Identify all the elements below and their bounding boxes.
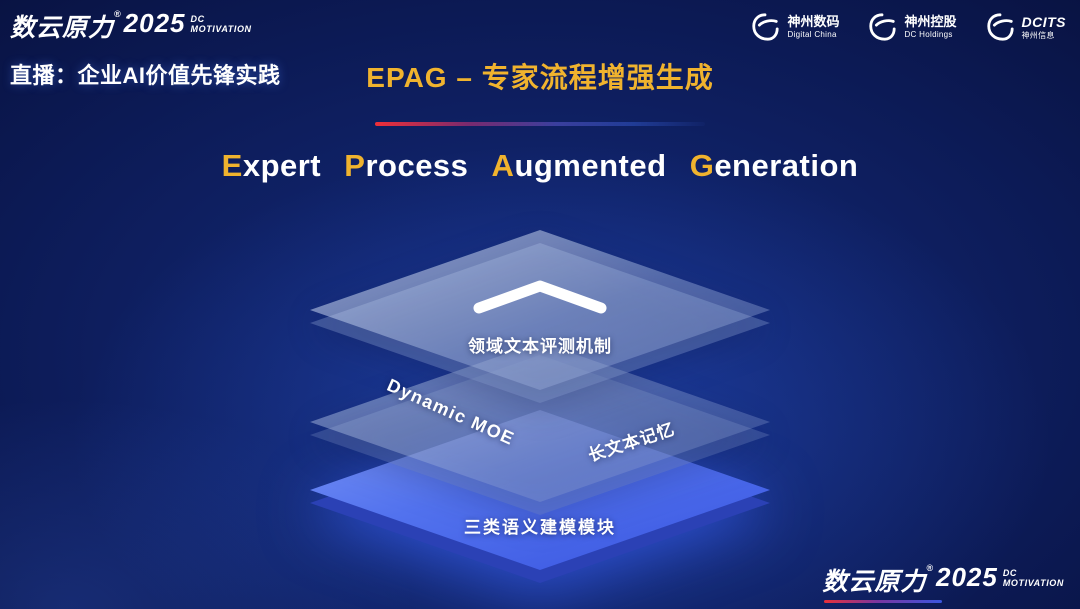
partner-subtitle: Digital China <box>787 30 837 39</box>
brand-sub-top: DC <box>190 14 205 24</box>
layer-stack-diagram: 领域文本评测机制 Dynamic MOE 长文本记忆 三类语义建模模块 <box>310 230 770 605</box>
brand-row: 数云原力®2025 DC MOTIVATION <box>822 562 1064 598</box>
page-title: EPAG – 专家流程增强生成 <box>366 62 714 93</box>
digital-china-swoosh-icon <box>750 12 780 42</box>
live-stream-label: 直播：企业AI价值先锋实践 <box>10 63 281 88</box>
brand-registered-mark: ® <box>926 563 933 573</box>
partner-digital-china: 神州数码 Digital China <box>750 12 839 42</box>
partner-subtitle: 神州信息 <box>1021 30 1055 40</box>
brand-name: 数云原力 <box>822 568 927 596</box>
dcits-swoosh-icon <box>985 12 1015 42</box>
partner-dcits: DCITS 神州信息 <box>985 12 1067 42</box>
partner-title: 神州控股 <box>904 14 957 30</box>
chevron-up-icon <box>465 276 615 318</box>
brand-sub-bottom: MOTIVATION <box>1002 578 1064 589</box>
subtitle-word: Generation <box>689 148 859 183</box>
brand-registered-mark: ® <box>114 9 121 19</box>
brand-year: 2025 <box>935 562 998 592</box>
partner-logos: 神州数码 Digital China 神州控股 DC Holdings DCIT… <box>750 12 1066 42</box>
title-gradient-divider <box>375 122 705 126</box>
brand-sub-top: DC <box>1002 568 1018 578</box>
partner-text: DCITS 神州信息 <box>1022 14 1067 40</box>
brand-logo-bottom-right: 数云原力®2025 DC MOTIVATION <box>822 562 1064 603</box>
brand-sub-bottom: MOTIVATION <box>190 24 252 35</box>
partner-subtitle: DC Holdings <box>904 30 953 39</box>
dc-holdings-swoosh-icon <box>867 12 897 42</box>
partner-title: DCITS <box>1021 13 1066 30</box>
partner-title: 神州数码 <box>787 14 840 30</box>
partner-text: 神州控股 DC Holdings <box>904 14 956 39</box>
partner-text: 神州数码 Digital China <box>787 14 839 39</box>
subtitle-word: Expert <box>221 148 322 183</box>
brand-name: 数云原力 <box>10 14 115 42</box>
brand-subtitle: DC MOTIVATION <box>191 14 252 35</box>
brand-year: 2025 <box>123 8 186 38</box>
english-subtitle: Expert Process Augmented Generation <box>0 148 1080 184</box>
layer-label-evaluation: 领域文本评测机制 <box>468 337 612 356</box>
subtitle-word: Augmented <box>491 148 667 183</box>
brand-subtitle: DC MOTIVATION <box>1003 568 1064 589</box>
layer-label-semantic-modules: 三类语义建模模块 <box>464 518 616 537</box>
subtitle-word: Process <box>344 148 469 183</box>
partner-dc-holdings: 神州控股 DC Holdings <box>867 12 957 42</box>
diagram-layer-top <box>310 230 770 403</box>
brand-gradient-underline <box>824 600 943 603</box>
brand-logo-top-left: 数云原力®2025 DC MOTIVATION <box>10 8 252 44</box>
